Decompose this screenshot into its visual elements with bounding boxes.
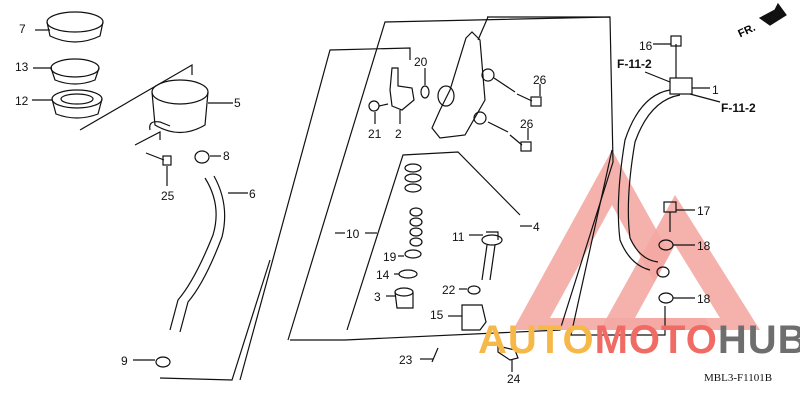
part-label-20: 20: [414, 55, 428, 69]
part-label-6: 6: [249, 187, 256, 201]
watermark-moto: MOTO: [594, 318, 718, 362]
reference-f-11-2-top: F-11-2: [617, 57, 652, 71]
part-label-4: 4: [533, 220, 540, 234]
part-label-2: 2: [395, 127, 402, 141]
part-label-14: 14: [376, 268, 390, 282]
part-label-9: 9: [121, 354, 128, 368]
part-label-18: 18: [697, 239, 711, 253]
part-label-22: 22: [442, 283, 456, 297]
part-label-19: 19: [383, 250, 397, 264]
part-label-7: 7: [19, 22, 26, 36]
part-label-16: 16: [639, 39, 653, 53]
part-label-15: 15: [430, 308, 444, 322]
part-label-5: 5: [234, 96, 241, 110]
diagram-code: MBL3-F1101B: [704, 372, 773, 384]
part-label-1: 1: [712, 83, 719, 97]
plate: [50, 58, 100, 78]
reservoir-cap: [46, 11, 104, 33]
part-label-17: 17: [697, 204, 711, 218]
watermark-hub: HUB: [717, 318, 800, 362]
part-label-21: 21: [368, 127, 382, 141]
part-label-18-lower: 18: [697, 292, 711, 306]
part-label-8: 8: [223, 149, 230, 163]
part-label-25: 25: [161, 189, 175, 203]
watermark-text: AUTOMOTOHUB: [478, 320, 800, 360]
part-label-3: 3: [374, 290, 381, 304]
part-label-11: 11: [452, 230, 465, 244]
part-label-12: 12: [15, 94, 29, 108]
part-label-26-lower: 26: [520, 117, 534, 131]
part-label-26: 26: [533, 73, 547, 87]
watermark-auto: AUTO: [478, 318, 595, 362]
part-label-23: 23: [399, 353, 413, 367]
reference-f-11-2-right: F-11-2: [721, 101, 756, 115]
part-label-10: 10: [346, 227, 360, 241]
part-label-13: 13: [15, 60, 29, 74]
part-label-24: 24: [507, 372, 521, 386]
diaphragm: [51, 89, 103, 109]
